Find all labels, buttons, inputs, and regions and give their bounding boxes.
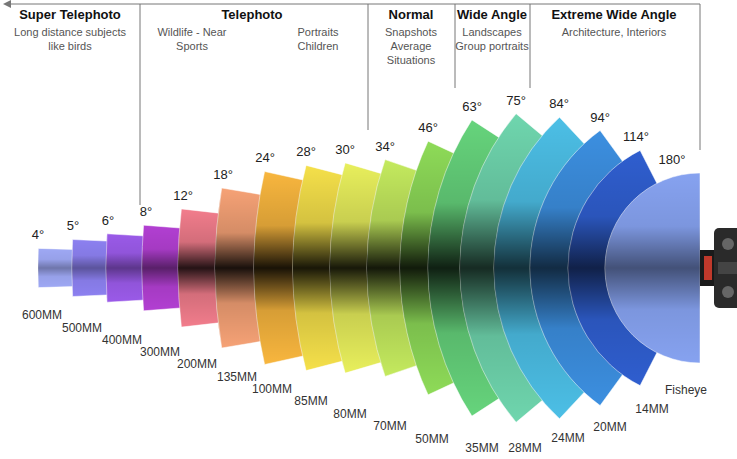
angle-of-view: 18° [213,167,233,183]
angle-of-view: 46° [418,120,438,136]
category-heading: Extreme Wide Angle [551,7,676,23]
angle-of-view: 94° [590,110,610,126]
angle-of-view: 24° [255,150,275,166]
angle-wedge [460,114,700,423]
focal-length: 500MM [62,321,102,335]
angle-of-view: 34° [375,139,395,155]
angle-wedge [530,131,700,406]
angle-of-view: 28° [296,144,316,160]
angle-of-view: 12° [173,188,193,204]
fisheye-label: Fisheye [665,383,707,397]
focal-length: 300MM [140,345,180,359]
category-heading: Telephoto [221,7,282,23]
category-description: Long distance subjects like birds [9,26,131,54]
focal-length: 24MM [551,431,584,445]
category-description: Landscapes Group portraits [451,26,533,54]
wedge-shading [530,131,700,406]
focal-length: 70MM [373,419,406,433]
wedge-shading [460,114,700,423]
angle-of-view: 4° [32,227,44,243]
category-description: Snapshots Average Situations [375,26,447,67]
category-description: Wildlife - Near Sports [142,26,242,54]
angle-of-view: 114° [623,129,649,145]
category-description: Architecture, Interiors [539,26,689,40]
angle-wedge [568,150,700,385]
angle-of-view: 8° [140,204,152,220]
focal-length: 28MM [508,441,541,455]
focal-length: 400MM [102,333,142,347]
focal-length: 600MM [22,308,62,322]
angle-of-view: 30° [335,142,355,158]
focal-length: 100MM [252,382,292,396]
angle-of-view: 75° [506,93,526,109]
angle-wedges [38,114,700,423]
focal-length: 14MM [635,402,668,416]
category-heading: Wide Angle [457,7,527,23]
focal-length: 135MM [217,370,257,384]
angle-of-view: 180° [659,152,686,168]
wedge-shading [568,150,700,385]
category-heading: Super Telephoto [19,7,121,23]
category-rule [3,0,700,205]
angle-wedge [605,173,700,363]
focal-length: 50MM [415,432,448,446]
category-description: Portraits Children [287,26,349,54]
angle-of-view: 84° [549,96,569,112]
focal-length: 35MM [465,441,498,455]
wedge-shading [605,173,700,363]
category-heading: Normal [389,7,434,23]
focal-length: 80MM [333,407,366,421]
angle-of-view: 63° [462,99,482,115]
angle-wedge [494,117,700,418]
focal-length: 85MM [294,394,327,408]
wedge-shading [494,117,700,418]
focal-length: 20MM [593,420,626,434]
angle-of-view: 6° [102,213,114,229]
camera-icon [700,228,737,308]
angle-of-view: 5° [67,218,79,234]
focal-length: 200MM [177,357,217,371]
